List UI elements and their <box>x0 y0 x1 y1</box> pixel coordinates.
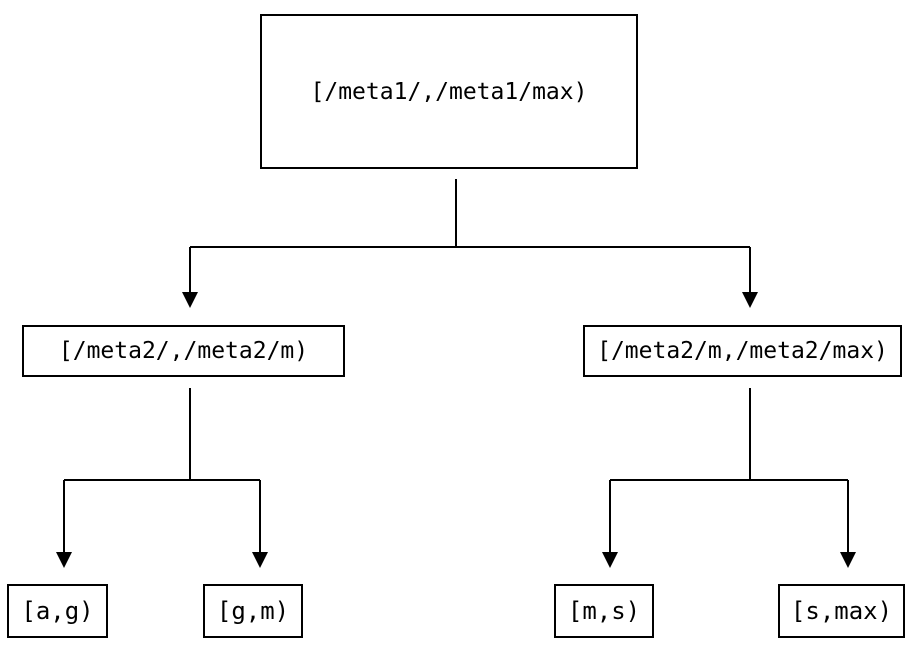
arrow-down-icon <box>56 552 72 568</box>
edge-left-child-to-leaves <box>63 388 261 552</box>
tree-node-root-label: [/meta1/,/meta1/max) <box>310 78 588 105</box>
tree-node-leaf-gm-label: [g,m) <box>216 597 290 625</box>
edge-root-to-children <box>189 179 751 292</box>
tree-node-root: [/meta1/,/meta1/max) <box>260 14 638 169</box>
arrow-down-icon <box>182 292 198 308</box>
arrow-down-icon <box>602 552 618 568</box>
tree-node-meta2-upper-label: [/meta2/m,/meta2/max) <box>597 338 888 364</box>
arrow-down-icon <box>742 292 758 308</box>
tree-node-leaf-smax: [s,max) <box>778 584 905 638</box>
edge-right-child-to-leaves <box>609 388 849 552</box>
tree-node-leaf-ag-label: [a,g) <box>21 597 94 625</box>
tree-node-meta2-lower-label: [/meta2/,/meta2/m) <box>58 338 309 364</box>
tree-node-leaf-gm: [g,m) <box>203 584 303 638</box>
tree-node-meta2-lower: [/meta2/,/meta2/m) <box>22 325 345 377</box>
tree-node-leaf-ms-label: [m,s) <box>567 597 641 625</box>
tree-node-leaf-ag: [a,g) <box>7 584 108 638</box>
tree-node-leaf-ms: [m,s) <box>554 584 654 638</box>
arrow-down-icon <box>840 552 856 568</box>
tree-node-meta2-upper: [/meta2/m,/meta2/max) <box>583 325 902 377</box>
tree-node-leaf-smax-label: [s,max) <box>790 597 893 625</box>
arrow-down-icon <box>252 552 268 568</box>
